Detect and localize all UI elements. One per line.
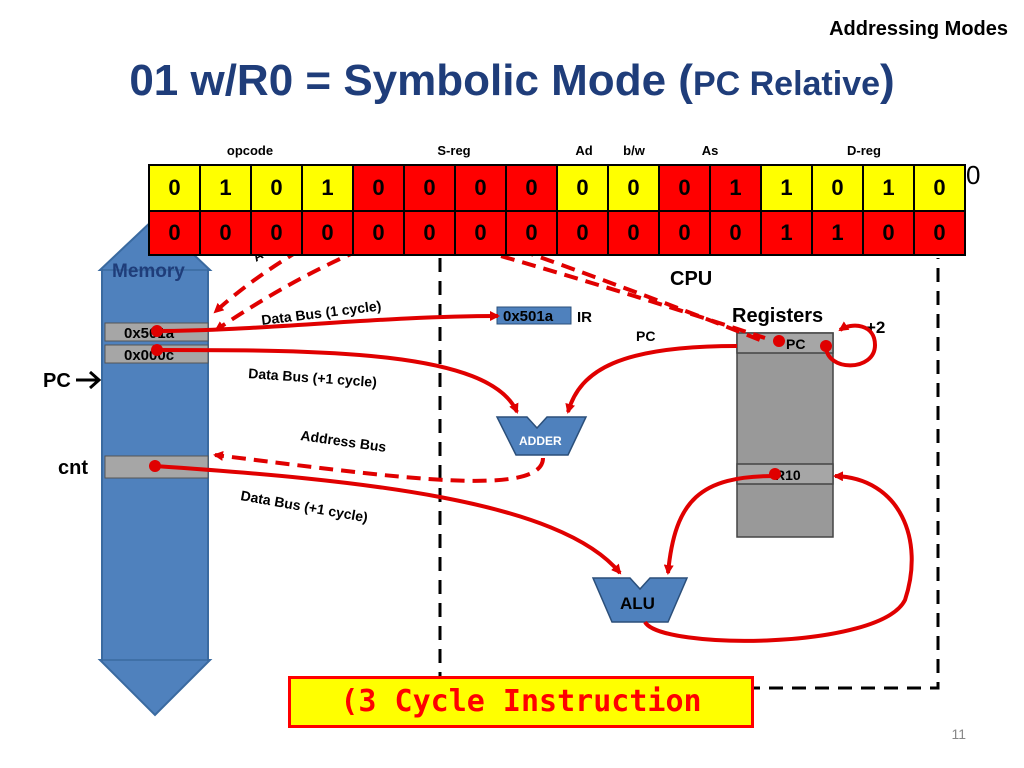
trailing-digit: 0 xyxy=(966,160,981,190)
data-bus-2-label: Data Bus (+1 cycle) xyxy=(248,365,378,390)
pc-pointer-arrow xyxy=(76,370,102,390)
bit-cell: 0 xyxy=(301,210,354,256)
bit-cell: 1 xyxy=(301,164,354,212)
field-label-opcode: opcode xyxy=(226,143,274,158)
bit-cell: 0 xyxy=(658,210,711,256)
slide-title: 01 w/R0 = Symbolic Mode (PC Relative) xyxy=(0,56,1024,106)
bit-cell: 0 xyxy=(811,164,864,212)
field-label-sreg: S-reg xyxy=(437,143,471,158)
bit-cell: 0 xyxy=(250,164,303,212)
memory-label: Memory xyxy=(112,261,185,282)
bit-cell: 0 xyxy=(403,210,456,256)
cycle-count-note: (3 Cycle Instruction xyxy=(288,676,754,728)
cpu-label: CPU xyxy=(670,268,712,290)
instruction-row-1: 0 1 0 1 0 0 0 0 0 0 0 1 1 0 1 0 xyxy=(148,164,966,212)
header-topic: Addressing Modes xyxy=(829,18,1008,40)
bit-cell: 0 xyxy=(505,210,558,256)
register-r10-text: R10 xyxy=(775,467,801,483)
adder-unit xyxy=(495,416,588,456)
title-main: 01 w/R0 = Symbolic Mode xyxy=(129,56,667,105)
data-bus-3-line xyxy=(154,464,622,575)
address-bus-label: Address Bus xyxy=(300,427,388,455)
bit-cell: 0 xyxy=(913,164,966,212)
bit-cell: 0 xyxy=(658,164,711,212)
alu-unit xyxy=(591,577,689,623)
pc-pointer-label: PC xyxy=(43,370,71,392)
address-line-2 xyxy=(214,248,361,332)
field-labels: opcode S-reg Ad b/w As D-reg xyxy=(148,143,968,159)
bit-cell: 1 xyxy=(862,164,915,212)
address-bus-line xyxy=(213,450,545,483)
alu-label: ALU xyxy=(620,594,655,613)
bit-cell: 1 xyxy=(811,210,864,256)
adder-label: ADDER xyxy=(519,434,562,448)
bit-cell: 0 xyxy=(607,164,660,212)
bit-cell: 0 xyxy=(148,164,201,212)
address-line-1 xyxy=(213,248,302,314)
alu-to-r10-line xyxy=(643,471,914,643)
bit-cell: 0 xyxy=(250,210,303,256)
instruction-row-2: 0 0 0 0 0 0 0 0 0 0 0 0 1 1 0 0 xyxy=(148,210,966,256)
ir-label: IR xyxy=(577,309,592,326)
title-paren-close: ) xyxy=(880,56,895,105)
bit-cell: 1 xyxy=(199,164,252,212)
register-r10[interactable] xyxy=(736,463,834,485)
address-line-4 xyxy=(519,248,761,342)
cnt-label: cnt xyxy=(58,457,88,479)
bit-cell: 1 xyxy=(760,210,813,256)
bit-cell: 0 xyxy=(709,210,762,256)
bit-cell: 0 xyxy=(454,164,507,212)
bit-cell: 0 xyxy=(556,210,609,256)
register-pc-text: PC xyxy=(786,336,805,352)
bit-cell: 0 xyxy=(352,210,405,256)
plus2-label: +2 xyxy=(866,318,885,337)
bit-cell: 0 xyxy=(913,210,966,256)
field-label-bw: b/w xyxy=(623,143,645,158)
bit-cell: 0 xyxy=(607,210,660,256)
registers-label: Registers xyxy=(732,305,823,327)
bit-cell: 0 xyxy=(403,164,456,212)
title-sub: PC Relative xyxy=(692,65,881,103)
ir-value-text: 0x501a xyxy=(503,308,554,325)
field-label-ad: Ad xyxy=(575,143,593,158)
bit-cell: 0 xyxy=(352,164,405,212)
field-label-dreg: D-reg xyxy=(847,143,881,158)
bit-cell: 1 xyxy=(760,164,813,212)
bit-cell: 0 xyxy=(454,210,507,256)
field-label-as: As xyxy=(701,143,719,158)
bit-cell: 0 xyxy=(199,210,252,256)
memory-cell-1-text: 0x501a xyxy=(124,325,175,342)
data-bus-1-line xyxy=(156,311,500,333)
data-bus-3-label: Data Bus (+1 cycle) xyxy=(239,487,369,525)
instruction-bit-table: 0 1 0 1 0 0 0 0 0 0 0 1 1 0 1 0 0 0 0 0 … xyxy=(148,164,966,256)
r10-to-alu-line xyxy=(663,474,776,575)
data-bus-2-line xyxy=(156,348,519,414)
title-paren-open: ( xyxy=(678,56,693,105)
pc-arrow-label: PC xyxy=(636,328,655,344)
bit-cell: 0 xyxy=(505,164,558,212)
bit-cell: 0 xyxy=(556,164,609,212)
bit-cell: 1 xyxy=(709,164,762,212)
pc-to-adder-line xyxy=(565,344,738,414)
pc-increment-loop xyxy=(824,321,878,368)
bit-cell: 0 xyxy=(862,210,915,256)
page-number: 11 xyxy=(951,726,966,742)
register-file xyxy=(736,332,834,538)
bit-cell: 0 xyxy=(148,210,201,256)
